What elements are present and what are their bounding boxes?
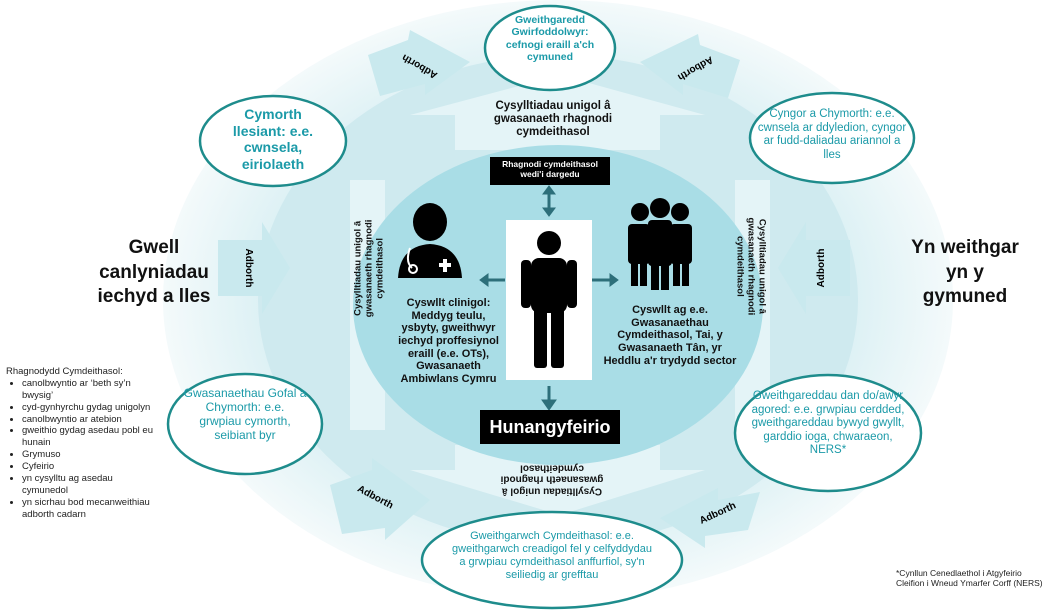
legend-title: Rhagnodydd Cymdeithasol: xyxy=(6,366,123,377)
legend: Rhagnodydd Cymdeithasol: canolbwyntio ar… xyxy=(6,366,156,520)
oval-lower-right xyxy=(733,373,923,493)
oval-bottom-text: Gweithgarwch Cymdeithasol: e.e. gweithga… xyxy=(452,530,652,581)
bottom-arrow-shape xyxy=(410,445,705,515)
oval-upper-left xyxy=(198,94,348,188)
feedback-arrow-left xyxy=(218,222,290,314)
other-contact-text: Cyswllt ag e.e. Gwasanaethau Cymdeithaso… xyxy=(603,304,737,367)
legend-item: gweithio gydag asedau pobl eu hunain xyxy=(22,425,156,449)
right-title: Yn weithgar yn y gymuned xyxy=(911,237,1019,308)
left-vertical-label: Cysylltiadau unigol â gwasanaeth rhagnod… xyxy=(352,219,386,318)
top-arrow-shape xyxy=(410,75,705,150)
legend-item: cyd-gynhyrchu gydag unigolyn xyxy=(22,402,156,414)
feedback-arrow-top-left xyxy=(368,30,470,96)
oval-top-text: Gweithgaredd Gwirfoddolwyr: cefnogi erai… xyxy=(505,14,595,64)
doctor-icon xyxy=(398,203,462,278)
feedback-arrow-bottom-left xyxy=(330,458,430,540)
oval-bottom xyxy=(420,510,684,610)
feedback-arrow-top-right xyxy=(640,34,740,98)
targeted-prescribing-box: Rhagnodi cymdeithasol wedi'i dargedu xyxy=(490,157,610,185)
person-icon xyxy=(521,231,577,368)
oval-lower-left xyxy=(166,372,324,476)
legend-item: Grymuso xyxy=(22,449,156,461)
group-icon xyxy=(628,198,692,290)
feedback-arrow-right xyxy=(778,222,850,314)
connector-arrows xyxy=(479,185,619,411)
oval-upper-left-text: Cymorth llesiant: e.e. cwnsela, eiriolae… xyxy=(232,106,314,172)
top-connection-label: Cysylltiadau unigol â gwasanaeth rhagnod… xyxy=(493,100,613,139)
legend-list: canolbwyntio ar ‘beth sy’n bwysig’ cyd-g… xyxy=(6,378,156,521)
self-referral-box: Hunangyfeirio xyxy=(480,410,620,444)
feedback-label-left: Adborth xyxy=(243,248,254,288)
footnote: *Cynllun Cenedlaethol i Atgyfeirio Cleif… xyxy=(896,568,1043,589)
oval-lower-left-text: Gwasanaethau Gofal a Chymorth: e.e. grwp… xyxy=(183,386,307,443)
bottom-upsidedown-label: Cysylltiadau unigol â gwasanaeth rhagnod… xyxy=(500,462,604,497)
oval-lower-right-text: Gweithgareddau dan do/awyr agored: e.e. … xyxy=(751,390,905,457)
legend-item: yn sicrhau bod mecanweithiau adborth cad… xyxy=(22,497,156,521)
left-title: Gwell canlyniadau iechyd a lles xyxy=(97,237,211,308)
clinical-contact-text: Cyswllt clinigol: Meddyg teulu, ysbyty, … xyxy=(398,297,499,385)
legend-item: canolbwyntio ar atebion xyxy=(22,414,156,426)
oval-upper-right xyxy=(748,91,916,185)
legend-item: Cyfeirio xyxy=(22,461,156,473)
feedback-arrow-bottom-right xyxy=(660,488,760,548)
legend-item: yn cysylltu ag asedau cymunedol xyxy=(22,473,156,497)
oval-top xyxy=(483,4,617,92)
legend-item: canolbwyntio ar ‘beth sy’n bwysig’ xyxy=(22,378,156,402)
feedback-label-right: Adborth xyxy=(816,248,827,288)
oval-upper-right-text: Cyngor a Chymorth: e.e. cwnsela ar ddyle… xyxy=(757,108,907,161)
